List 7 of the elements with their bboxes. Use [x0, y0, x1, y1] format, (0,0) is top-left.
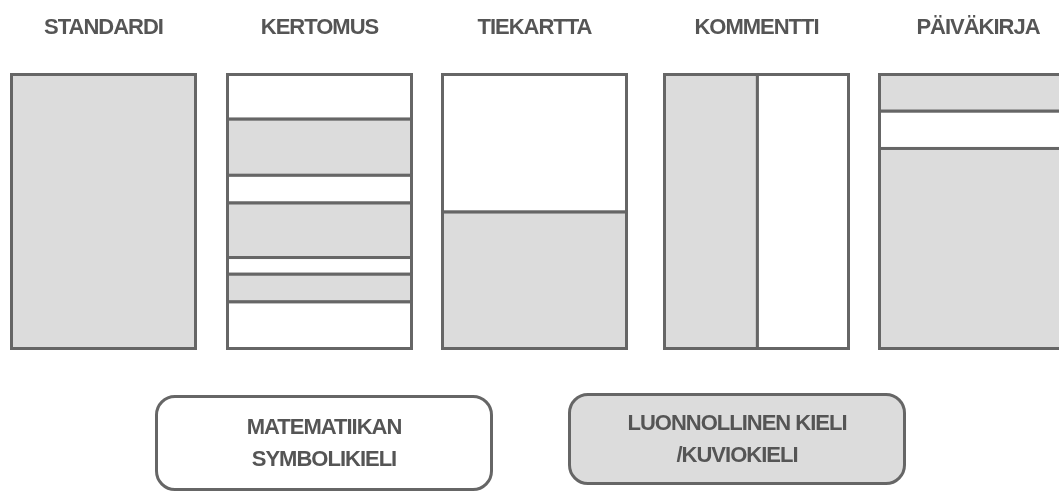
column-heading: KOMMENTTI — [693, 14, 820, 40]
column-heading: TIEKARTTA — [476, 14, 593, 40]
legend-label: LUONNOLLINEN KIELI /KUVIOKIELI — [626, 409, 848, 469]
column-heading: PÄIVÄKIRJA — [915, 14, 1041, 40]
column-heading: KERTOMUS — [259, 14, 380, 40]
legend-label: MATEMATIIKAN SYMBOLIKIELI — [245, 413, 403, 473]
column-heading: STANDARDI — [43, 14, 164, 40]
